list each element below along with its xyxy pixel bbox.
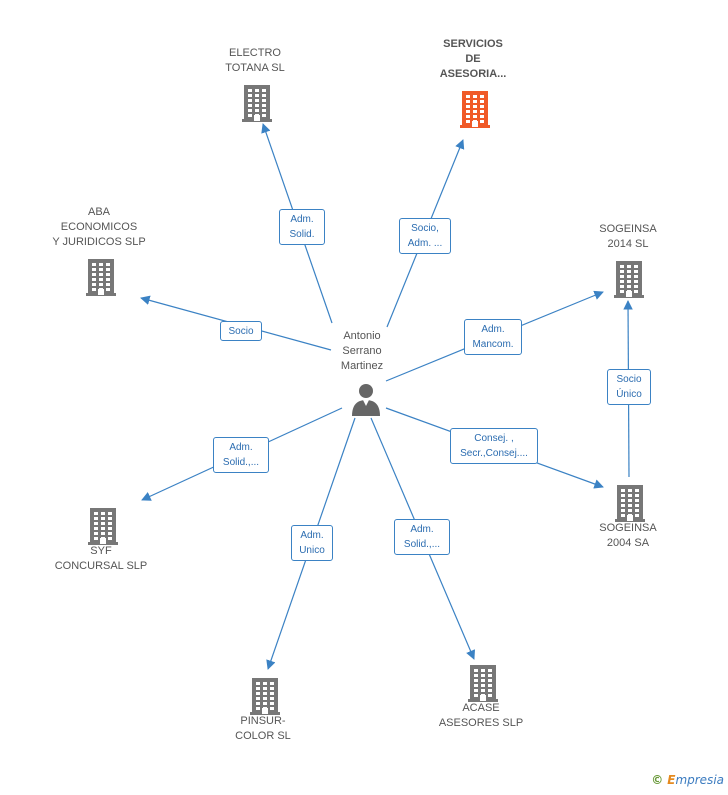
company-label-sog2014-line: 2014 SL (607, 238, 649, 250)
company-label-acase[interactable]: ACASE ASESORES SLP (406, 701, 556, 731)
company-label-pinsur-line: PINSUR- (240, 715, 286, 727)
company-label-electro[interactable]: ELECTRO TOTANA SL (180, 46, 330, 76)
edge-label-aba[interactable]: Socio (220, 321, 262, 341)
company-label-sog2014-line: SOGEINSA (599, 223, 657, 235)
company-label-electro-line: ELECTRO (229, 47, 281, 59)
edge-label-aba-line: Socio (228, 326, 254, 337)
edge-label-acase-line: Adm. (410, 524, 434, 535)
edge-label-pinsur-line: Unico (299, 545, 325, 556)
edge-label-pinsur-line: Adm. (300, 530, 324, 541)
building-icon[interactable] (613, 483, 647, 523)
edge-label-sog2004-line: Consej. , (474, 433, 514, 444)
edge-label-syf[interactable]: Adm. Solid.,... (213, 437, 269, 473)
center-person-label-line: Martinez (340, 360, 384, 372)
company-label-syf-line: CONCURSAL SLP (54, 560, 148, 572)
company-label-acase-line: ASESORES SLP (438, 717, 524, 729)
company-label-syf[interactable]: SYF CONCURSAL SLP (26, 544, 176, 574)
company-label-sog2004[interactable]: SOGEINSA 2004 SA (553, 521, 703, 551)
building-icon[interactable] (612, 259, 646, 299)
edge-label-sog2014[interactable]: Adm. Mancom. (464, 319, 522, 355)
edge-label-electro-line: Solid. (289, 229, 315, 240)
edge-label-sog2004-line: Secr.,Consej.... (460, 448, 528, 459)
company-label-aba[interactable]: ABA ECONOMICOS Y JURIDICOS SLP (24, 205, 174, 250)
company-label-aba-line: Y JURIDICOS SLP (52, 236, 146, 248)
edge-label-servicios-line: Adm. ... (407, 238, 443, 249)
person-icon[interactable] (348, 382, 384, 418)
edge-label-electro[interactable]: Adm. Solid. (279, 209, 325, 245)
company-label-electro-line: TOTANA SL (225, 62, 285, 74)
company-label-sog2004-line: SOGEINSA (599, 522, 657, 534)
company-label-servicios-line: SERVICIOS (443, 38, 503, 50)
company-label-servicios-line: ASESORIA... (439, 68, 507, 80)
copyright-symbol: © (651, 773, 664, 787)
edge-label-syf-line: Adm. (229, 442, 253, 453)
edge-label-syf-line: Solid.,... (222, 457, 260, 468)
edge-label-acase-line: Solid.,... (403, 539, 441, 550)
building-icon[interactable] (84, 257, 118, 297)
building-icon[interactable] (240, 83, 274, 123)
building-icon[interactable] (248, 676, 282, 716)
empresia-watermark: ©Empresia (651, 773, 724, 787)
edge-label-sog2014-line: Único (616, 389, 642, 400)
company-label-sog2014[interactable]: SOGEINSA 2014 SL (553, 222, 703, 252)
company-label-sog2004-line: 2004 SA (606, 537, 650, 549)
edge-label-sog2014-line: Mancom. (472, 339, 514, 350)
edge-label-servicios-line: Socio, (411, 223, 439, 234)
company-label-pinsur[interactable]: PINSUR- COLOR SL (188, 714, 338, 744)
company-label-acase-line: ACASE (462, 702, 500, 714)
center-person-label-line: Serrano (342, 345, 382, 357)
edge-label-servicios[interactable]: Socio, Adm. ... (399, 218, 451, 254)
edge-label-electro-line: Adm. (290, 214, 314, 225)
edge-label-sog2014-line: Socio (616, 374, 642, 385)
company-label-servicios[interactable]: SERVICIOS DE ASESORIA... (398, 37, 548, 82)
company-label-aba-line: ECONOMICOS (60, 221, 138, 233)
building-icon[interactable] (466, 663, 500, 703)
company-label-syf-line: SYF (90, 545, 112, 557)
edge-label-pinsur[interactable]: Adm. Unico (291, 525, 333, 561)
building-icon[interactable] (86, 506, 120, 546)
edge-label-acase[interactable]: Adm. Solid.,... (394, 519, 450, 555)
brand-logo: Empresia (667, 773, 724, 787)
edge-label-sog2014-line: Adm. (481, 324, 505, 335)
company-label-aba-line: ABA (87, 206, 110, 218)
center-person-label-line: Antonio (343, 330, 381, 342)
company-label-servicios-line: DE (465, 53, 481, 65)
edge-label-sog2004[interactable]: Consej. , Secr.,Consej.... (450, 428, 538, 464)
company-label-pinsur-line: COLOR SL (235, 730, 291, 742)
building-icon[interactable] (458, 89, 492, 129)
